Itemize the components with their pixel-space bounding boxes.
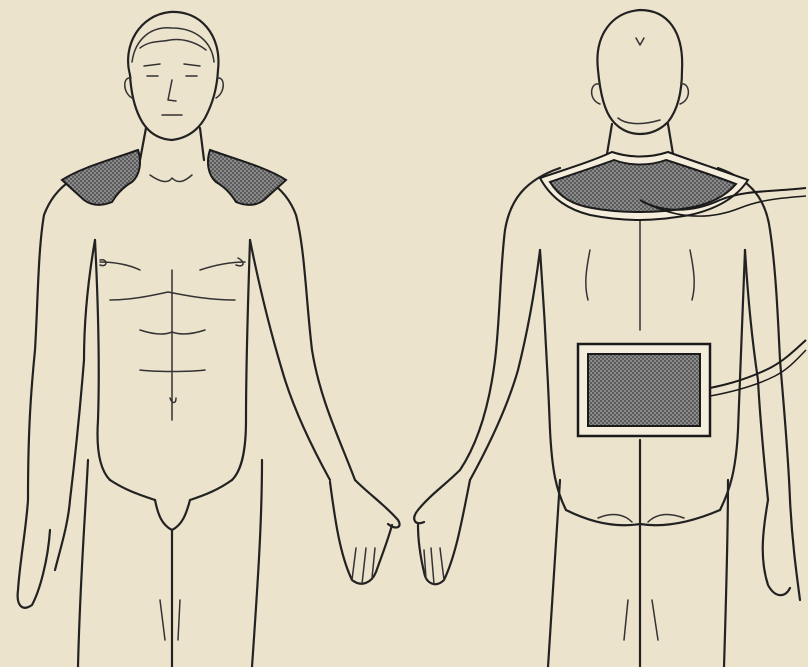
back-lumbar-pad (588, 354, 700, 426)
